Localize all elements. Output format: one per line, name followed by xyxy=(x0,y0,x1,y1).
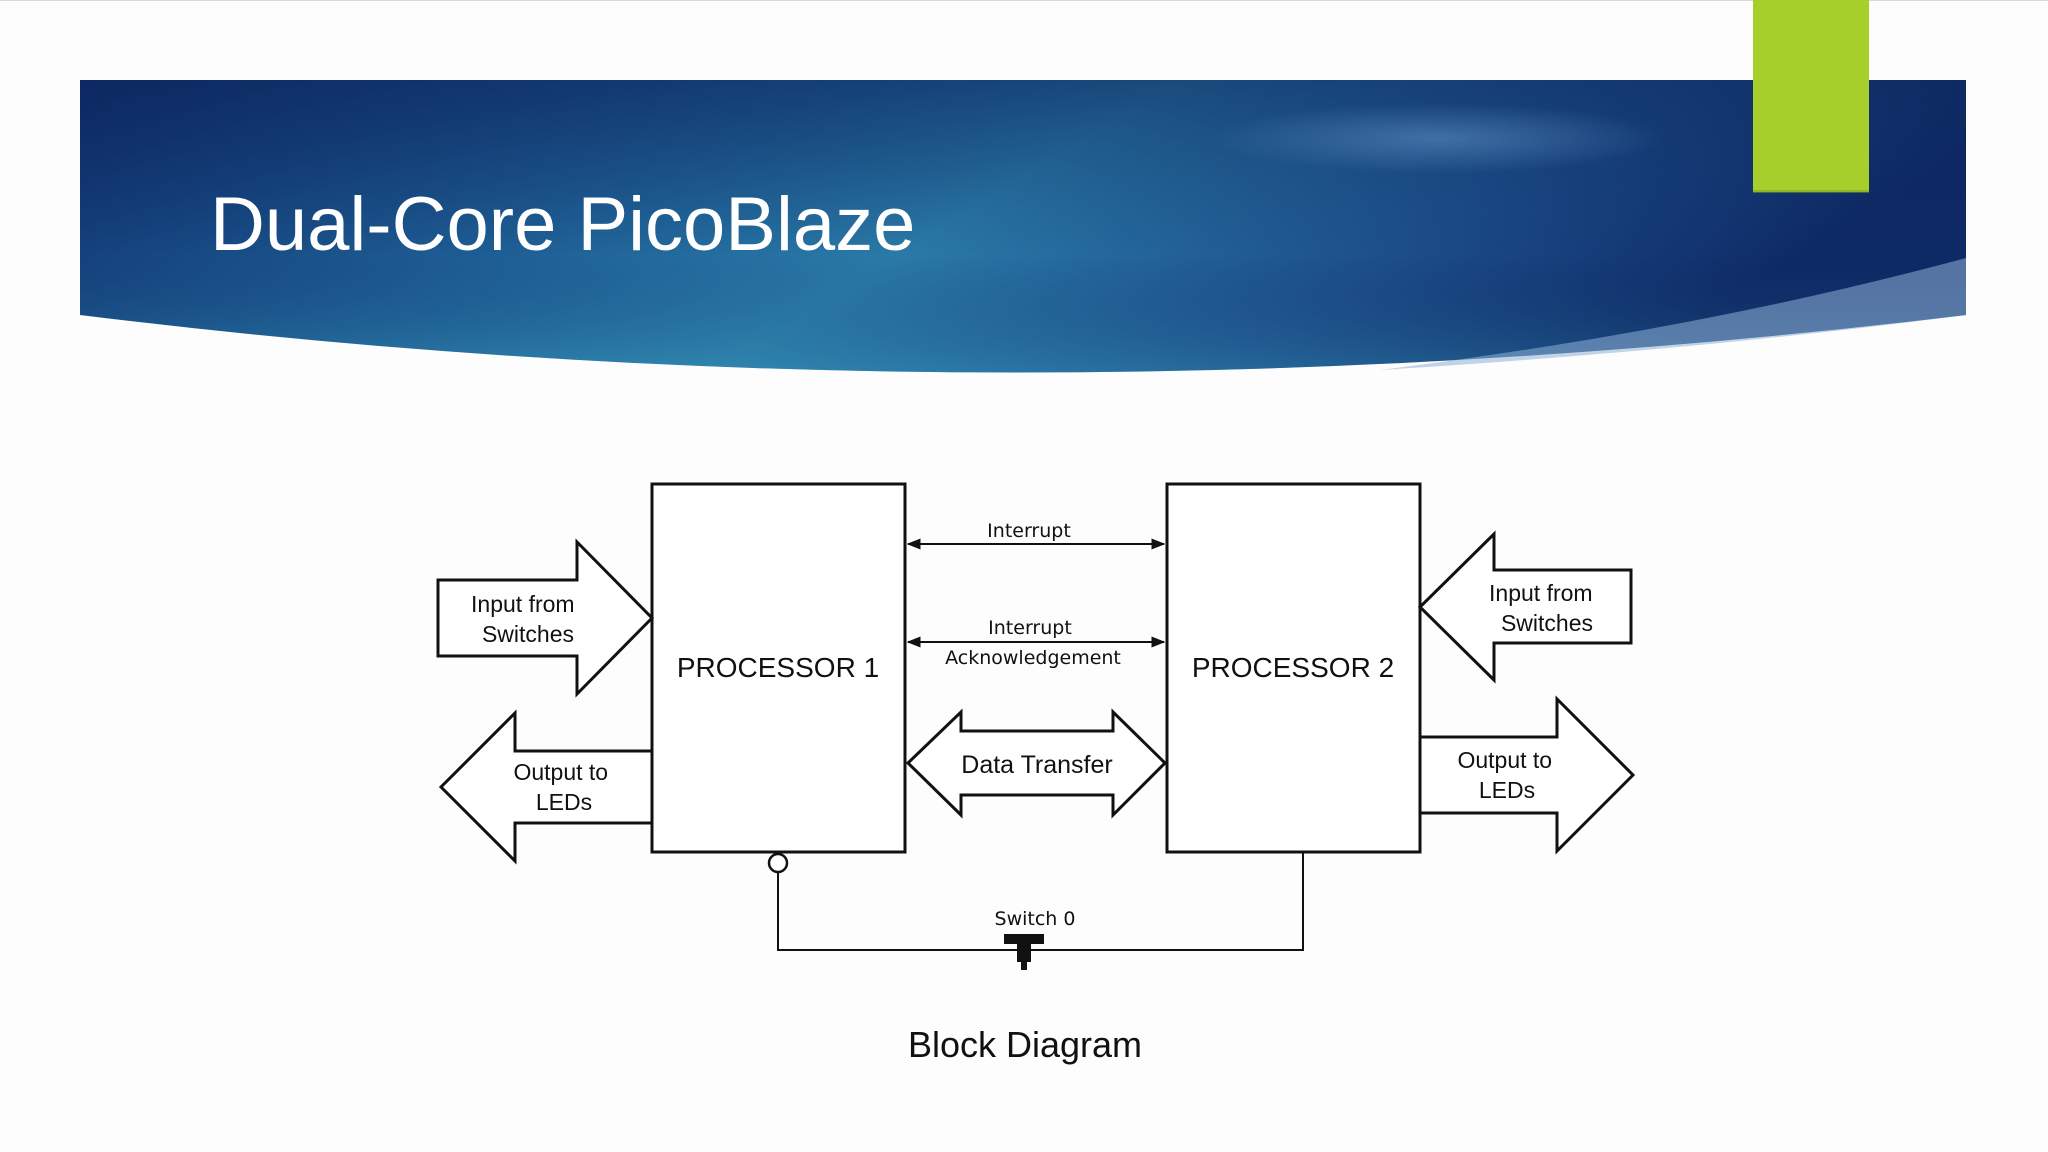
top-edge xyxy=(0,0,2048,1)
interrupt-ack-label: Interrupt Acknowledgement xyxy=(945,617,1121,669)
p1-input-line1: Input from xyxy=(471,591,575,617)
processor-2-label: PROCESSOR 2 xyxy=(1192,652,1394,683)
data-transfer-arrow xyxy=(905,708,1168,819)
accent-tab xyxy=(1753,0,1869,192)
interrupt-label: Interrupt xyxy=(987,520,1071,542)
switch0-wiring xyxy=(767,852,1304,970)
p1-output-label: Output to LEDs xyxy=(513,759,614,815)
slide-title: Dual-Core PicoBlaze xyxy=(210,182,915,267)
p2-output-line2: LEDs xyxy=(1479,777,1535,803)
processor-1-label: PROCESSOR 1 xyxy=(677,652,879,683)
p2-input-arrow xyxy=(1417,530,1633,684)
processor-2-box xyxy=(1165,482,1422,854)
p1-input-arrow xyxy=(436,538,655,698)
p1-output-line2: LEDs xyxy=(536,789,592,815)
p1-input-label: Input from Switches xyxy=(471,591,581,647)
switch0-icon xyxy=(1004,934,1044,970)
banner-swoosh xyxy=(1380,258,1966,370)
p2-output-label: Output to LEDs xyxy=(1457,747,1558,803)
p2-input-label: Input from Switches xyxy=(1489,580,1599,636)
p1-input-line2: Switches xyxy=(482,621,574,647)
p1-output-arrow xyxy=(438,709,654,865)
p2-input-line1: Input from xyxy=(1489,580,1593,606)
p2-output-line1: Output to xyxy=(1457,747,1552,773)
diagram-caption: Block Diagram xyxy=(908,1024,1142,1065)
p2-input-line2: Switches xyxy=(1501,610,1593,636)
p2-output-arrow xyxy=(1418,695,1636,855)
data-transfer-label: Data Transfer xyxy=(961,751,1112,779)
switch0-label: Switch 0 xyxy=(995,908,1076,930)
p1-output-line1: Output to xyxy=(513,759,608,785)
p1-reset-bubble xyxy=(767,852,789,874)
interrupt-ack-line1: Interrupt xyxy=(988,617,1072,639)
interrupt-ack-line2: Acknowledgement xyxy=(945,647,1121,669)
processor-1-box xyxy=(650,482,907,854)
title-banner xyxy=(80,80,1966,373)
